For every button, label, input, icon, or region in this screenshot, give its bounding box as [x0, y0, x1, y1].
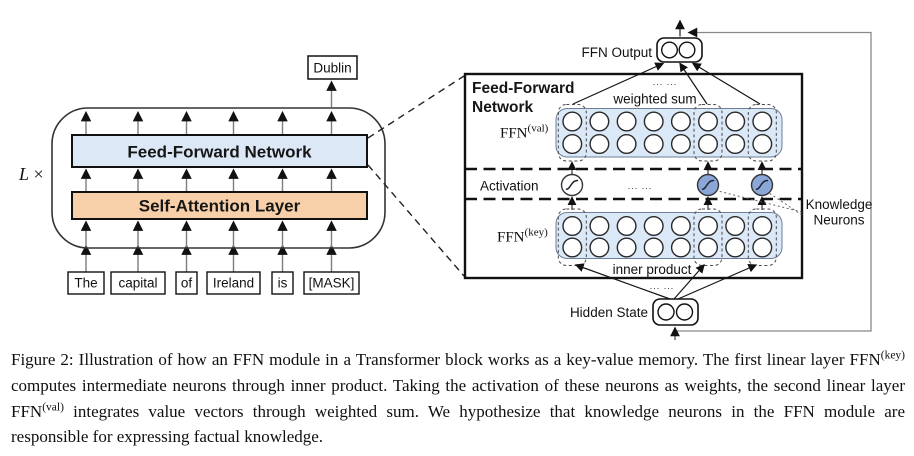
caption-text: Figure 2: Illustration of how an FFN mod… — [11, 350, 881, 369]
token-flow-arrows — [80, 80, 337, 273]
ffn-key-label: FFN(key) — [497, 227, 548, 246]
figure-caption: Figure 2: Illustration of how an FFN mod… — [11, 347, 905, 450]
ellipsis-activation: ... ... — [628, 181, 653, 191]
sa-layer-rect — [71, 191, 368, 220]
knowledge-pointer-line — [715, 190, 803, 213]
ffn-output-label: FFN Output — [581, 45, 652, 60]
feed-forward-network-box: Feed-Forward Network — [71, 134, 368, 168]
layer-count-label: L × — [18, 164, 44, 184]
caption-superscript: (key) — [880, 349, 905, 362]
caption-text: integrates value vectors through weighte… — [11, 401, 905, 447]
activation-neuron-plain — [560, 173, 584, 197]
residual-connection-line — [675, 27, 872, 332]
figure-2-diagram: L × Feed-Forward Network Self-Attention … — [18, 19, 873, 340]
svg-text:is: is — [278, 276, 288, 291]
ffn-val-highlighted-columns — [557, 104, 777, 162]
token-box: The — [67, 271, 105, 295]
sa-layer-label: Self-Attention Layer — [139, 197, 301, 216]
caption-text: computes intermediate neurons through in… — [11, 375, 905, 421]
knowledge-neurons-label: Knowledge — [806, 197, 873, 212]
activation-stub-arrows — [567, 161, 767, 210]
ffn-layer-label: Feed-Forward Network — [127, 143, 312, 162]
inner-product-arrows — [574, 263, 758, 300]
ffn-title-line1: Feed-Forward — [472, 80, 574, 97]
ellipsis-hidden-state: ... ... — [650, 281, 675, 291]
inner-product-label: inner product — [613, 262, 692, 277]
knowledge-pointer-line — [768, 192, 803, 216]
transformer-layer-container — [51, 107, 386, 249]
ffn-key-highlighted-columns — [557, 208, 777, 266]
hidden-state-neuron — [675, 303, 694, 321]
svg-text:[MASK]: [MASK] — [309, 276, 355, 291]
svg-text:Ireland: Ireland — [213, 276, 254, 291]
caption-superscript: (val) — [42, 401, 64, 413]
token-box: [MASK] — [303, 271, 360, 295]
token-box: is — [271, 271, 294, 295]
output-neuron — [661, 41, 679, 59]
self-attention-layer-box: Self-Attention Layer — [71, 191, 368, 220]
knowledge-neuron — [696, 173, 720, 197]
ffn-output-box: FFN Output — [581, 37, 703, 63]
ffn-layer-rect — [71, 134, 368, 168]
token-box: capital — [110, 271, 166, 295]
svg-text:of: of — [181, 276, 193, 291]
hidden-state-neuron — [657, 303, 675, 321]
output-token-label: Dublin — [313, 61, 351, 76]
svg-text:The: The — [74, 276, 97, 291]
ffn-title-line2: Network — [472, 99, 534, 116]
output-neuron — [678, 41, 696, 59]
ffn-detail-panel: FFN Output Feed-Forward Network ... ... … — [463, 19, 873, 340]
input-token-boxes: The capital of Ireland is [MASK] — [67, 271, 360, 295]
weighted-sum-label: weighted sum — [612, 92, 696, 107]
activation-label: Activation — [480, 179, 539, 194]
ffn-val-neurons — [562, 111, 773, 154]
token-box: of — [175, 271, 198, 295]
svg-text:capital: capital — [118, 276, 157, 291]
zoom-connector-lines — [367, 75, 465, 277]
ffn-val-panel — [555, 108, 783, 158]
ffn-val-label: FFN(val) — [500, 123, 549, 142]
token-box: Ireland — [206, 271, 261, 295]
transformer-block: L × Feed-Forward Network Self-Attention … — [18, 55, 386, 295]
output-token-box: Dublin — [307, 55, 358, 80]
weighted-sum-arrows — [572, 62, 761, 105]
ffn-key-neurons — [562, 215, 773, 258]
knowledge-neurons-label: Neurons — [813, 213, 864, 228]
hidden-state-label: Hidden State — [570, 305, 648, 320]
knowledge-neuron — [750, 173, 774, 197]
hidden-state-box: Hidden State — [570, 298, 699, 326]
activation-row-separators — [465, 167, 802, 201]
ellipsis-top: ... ... — [653, 77, 678, 87]
